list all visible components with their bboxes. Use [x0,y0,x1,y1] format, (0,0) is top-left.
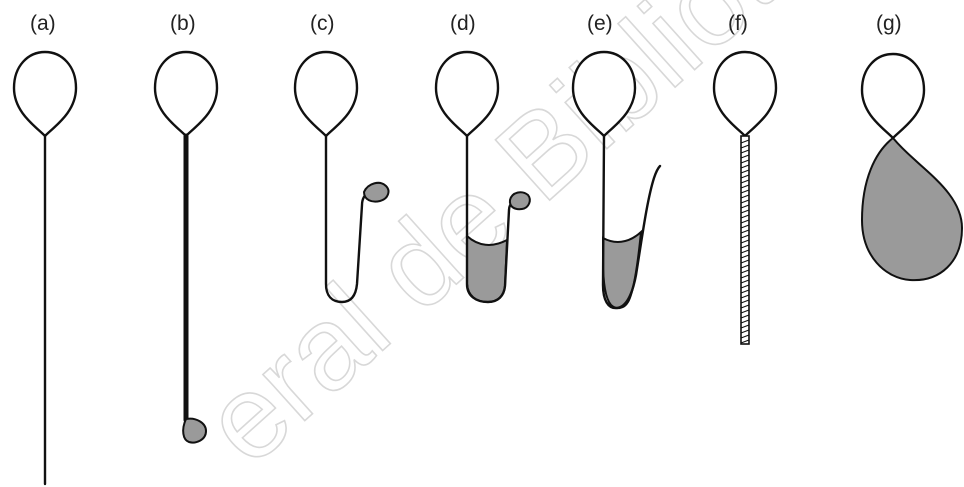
blob-d [510,192,530,209]
panel-a: (a) [14,12,76,484]
panel-label-g: (g) [876,12,902,35]
panel-g: (g) [862,12,962,280]
panel-label-f: (f) [728,12,748,35]
loop-b [155,52,217,136]
panel-label-b: (b) [170,12,196,35]
loop-g [862,54,924,138]
loop-a [14,52,76,136]
shaded-fill-e [603,232,641,308]
panel-label-e: (e) [587,12,613,35]
panel-label-c: (c) [310,12,335,35]
shaded-drop-g [862,138,962,280]
shaded-fill-d [467,236,507,302]
loop-f [714,52,776,136]
blob-c [364,183,388,202]
loop-c [295,52,357,136]
panel-label-d: (d) [450,12,476,35]
panel-f: (f) [714,12,776,344]
blob-b [183,419,206,443]
panel-label-a: (a) [30,12,56,35]
